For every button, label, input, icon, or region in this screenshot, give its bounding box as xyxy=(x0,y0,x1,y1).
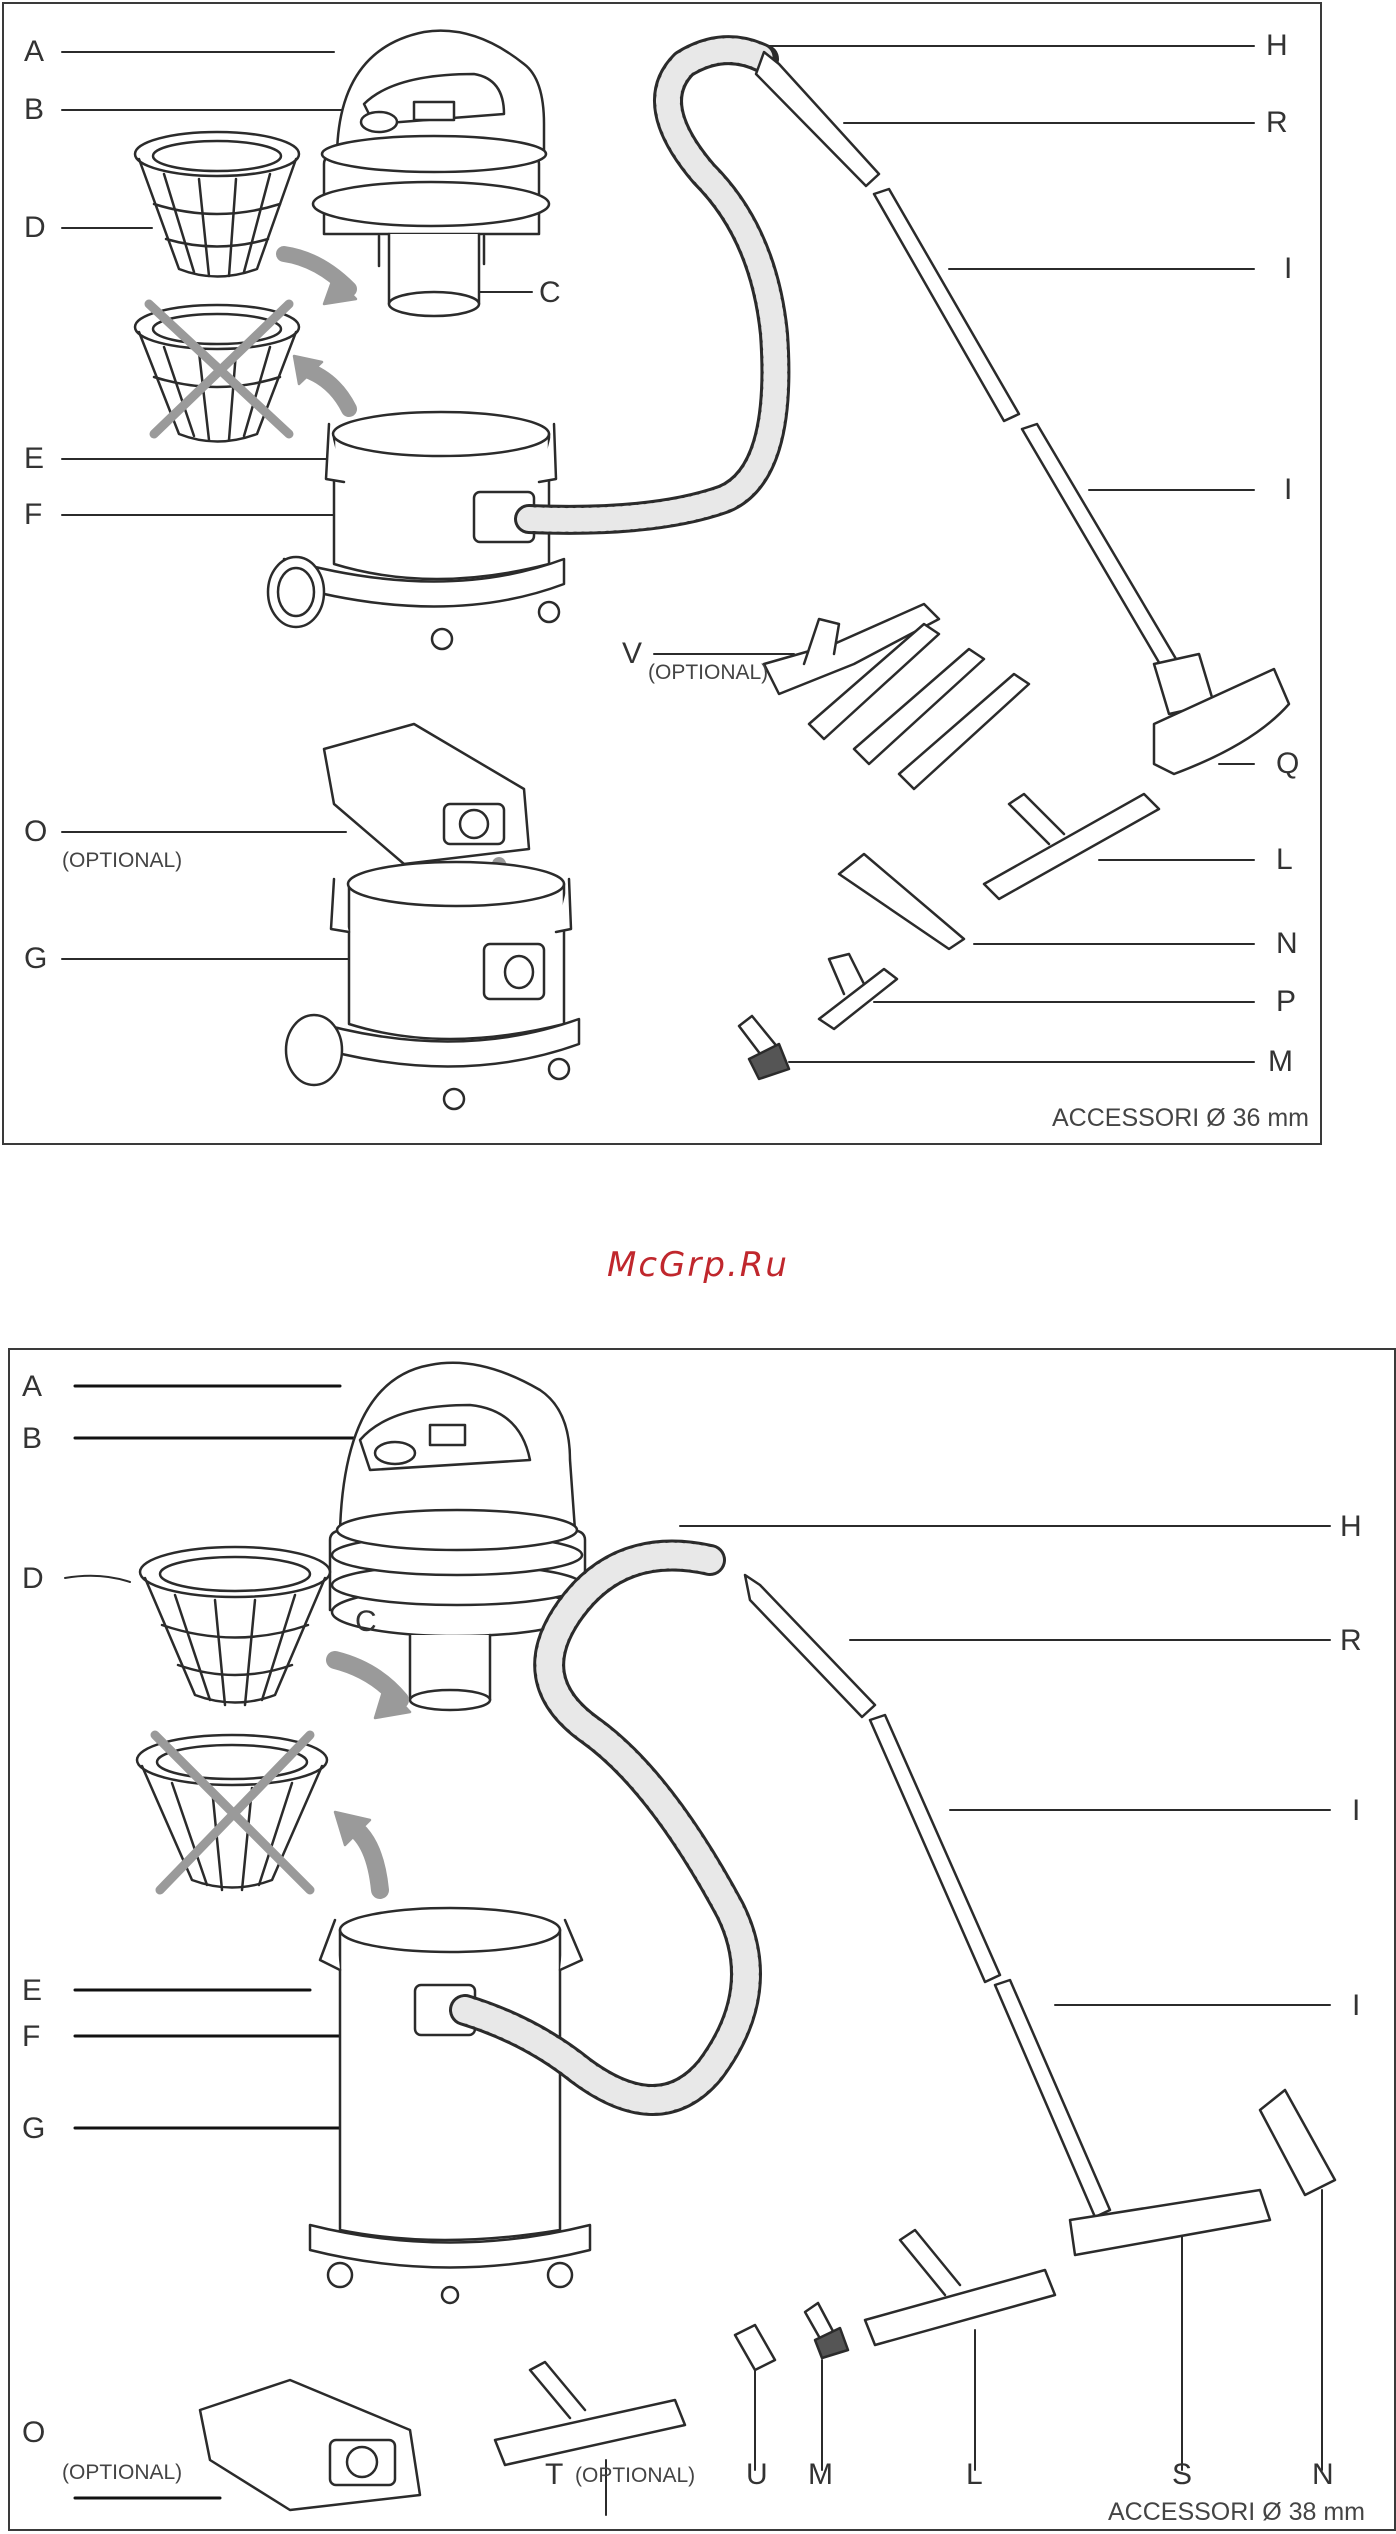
label-r: R xyxy=(1340,1626,1362,1656)
diagram-panel-36mm: A B D C E F O (OPTIONAL) G H R I I V (OP… xyxy=(2,2,1322,1145)
label-c: C xyxy=(355,1607,377,1637)
label-h: H xyxy=(1340,1512,1362,1542)
label-g: G xyxy=(22,2114,45,2144)
label-f: F xyxy=(24,500,42,530)
label-b: B xyxy=(22,1424,42,1454)
label-u: U xyxy=(746,2460,768,2490)
crevice-tool-n-drawing xyxy=(839,854,964,949)
label-o-optional: (OPTIONAL) xyxy=(62,850,182,871)
label-v: V xyxy=(622,639,642,669)
label-p: P xyxy=(1276,987,1296,1017)
label-t-optional: (OPTIONAL) xyxy=(575,2465,695,2486)
brush-tool-m-drawing xyxy=(739,1016,789,1079)
floor-tools-v-drawing xyxy=(764,604,1029,789)
vacuum-diagram-38mm-art xyxy=(10,1350,1396,2533)
label-n: N xyxy=(1276,929,1298,959)
label-i-upper: I xyxy=(1352,1796,1360,1826)
hose-drawing xyxy=(529,50,775,520)
leader-lines xyxy=(62,46,1254,1062)
label-s: S xyxy=(1172,2460,1192,2490)
watermark-text: McGrp.Ru xyxy=(0,1245,1396,1285)
label-m: M xyxy=(1268,1047,1293,1077)
motor-head-drawing xyxy=(313,31,549,316)
label-c: C xyxy=(539,278,561,308)
label-a: A xyxy=(22,1372,42,1402)
label-o: O xyxy=(24,817,47,847)
brush-tool-m-drawing xyxy=(805,2303,848,2358)
label-h: H xyxy=(1266,31,1288,61)
floor-tool-l-drawing xyxy=(865,2230,1055,2345)
diagram-panel-38mm: A B D C E F G O (OPTIONAL) H R I I T (OP… xyxy=(8,1348,1396,2531)
crevice-tool-n-drawing xyxy=(1260,2090,1335,2195)
label-l: L xyxy=(966,2460,983,2490)
caption-accessories-36: ACCESSORI Ø 36 mm xyxy=(1052,1106,1309,1131)
label-o-optional: (OPTIONAL) xyxy=(62,2462,182,2483)
label-i-lower: I xyxy=(1284,475,1292,505)
upholstery-tool-p-drawing xyxy=(819,954,897,1029)
wand-drawing xyxy=(745,1575,1270,2255)
label-q: Q xyxy=(1276,749,1299,779)
label-i-upper: I xyxy=(1284,254,1292,284)
label-g: G xyxy=(24,944,47,974)
reducer-u-drawing xyxy=(735,2325,775,2370)
label-d: D xyxy=(22,1564,44,1594)
label-e: E xyxy=(22,1976,42,2006)
label-n: N xyxy=(1312,2460,1334,2490)
filter-bag-o-drawing xyxy=(200,2380,420,2510)
wrong-filter-drawing xyxy=(135,304,299,442)
label-i-lower: I xyxy=(1352,1991,1360,2021)
filter-basket-drawing xyxy=(135,132,299,277)
label-l: L xyxy=(1276,845,1293,875)
label-f: F xyxy=(22,2022,40,2052)
filter-basket-drawing xyxy=(140,1547,330,1705)
label-t: T xyxy=(545,2460,563,2490)
label-e: E xyxy=(24,444,44,474)
label-a: A xyxy=(24,37,44,67)
vacuum-diagram-36mm-art xyxy=(4,4,1324,1147)
label-v-optional: (OPTIONAL) xyxy=(648,662,768,683)
label-d: D xyxy=(24,213,46,243)
caption-accessories-38: ACCESSORI Ø 38 mm xyxy=(1108,2500,1365,2525)
tank-drawing xyxy=(310,1908,590,2303)
tank-g-drawing xyxy=(286,862,579,1109)
filter-bag-o-drawing xyxy=(324,724,529,864)
floor-tool-l-drawing xyxy=(984,794,1159,899)
label-r: R xyxy=(1266,108,1288,138)
floor-tool-t-drawing xyxy=(495,2362,685,2465)
label-m: M xyxy=(808,2460,833,2490)
wrong-filter-drawing xyxy=(137,1735,327,1890)
label-o: O xyxy=(22,2418,45,2448)
label-b: B xyxy=(24,95,44,125)
